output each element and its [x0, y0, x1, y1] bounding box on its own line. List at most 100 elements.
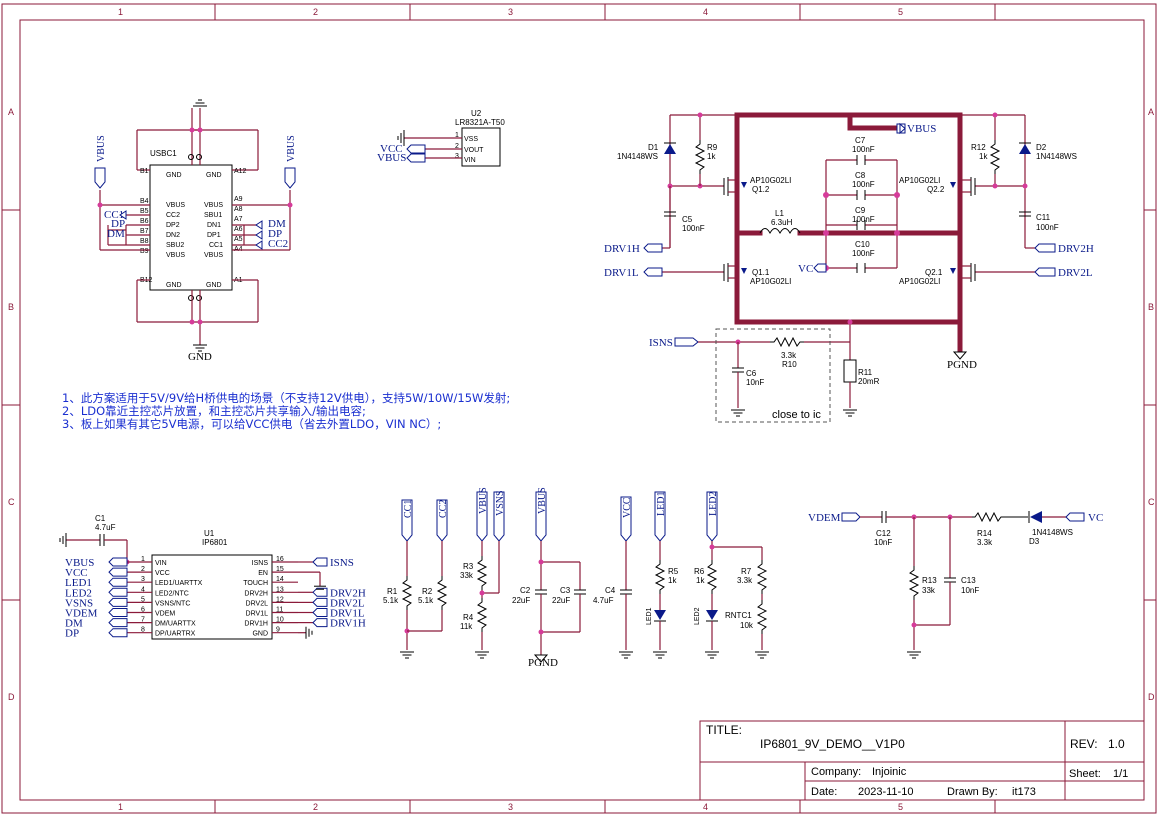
- ic-right-net-label: ISNS: [330, 557, 354, 569]
- ldo-pin2: 2: [455, 143, 459, 150]
- ic-right-net-label: DRV1L: [330, 608, 365, 620]
- r12-ref: R12: [971, 143, 986, 152]
- ic-left-net-label: VCC: [65, 567, 88, 579]
- usb-name-b4: VBUS: [166, 202, 185, 209]
- net-drv2l: DRV2L: [1058, 267, 1093, 279]
- ic-right-pin-name: DRV1H: [244, 621, 268, 628]
- usb-net-cc1: CC1: [104, 209, 124, 221]
- ic-left-net-flag: [108, 608, 128, 617]
- q11-part: AP10G02LI: [750, 277, 791, 286]
- note-3: 3、板上如果有其它5V电源，可以给VCC供电（省去外置LDO，VIN NC）;: [62, 417, 441, 431]
- col-5b: 5: [898, 802, 903, 812]
- misc-vsns: VSNS: [495, 490, 506, 516]
- r2-ref: R2: [422, 587, 433, 596]
- usb-pin-b5: B5: [140, 208, 149, 215]
- ic-left-net-label: LED2: [65, 587, 92, 599]
- usb-name-a9: VBUS: [204, 202, 223, 209]
- ldo-pin1: 1: [455, 132, 459, 139]
- d3-part: 1N4148WS: [1032, 528, 1073, 537]
- r4-ref: R4: [463, 613, 474, 622]
- ic-right-net-flag: [312, 557, 328, 567]
- r3-ref: R3: [463, 562, 474, 571]
- d2-ref: D2: [1036, 143, 1047, 152]
- usb-name-a5: CC1: [209, 242, 223, 249]
- ic-right-pin-name: DRV2L: [246, 600, 269, 607]
- close-to-ic: close to ic: [772, 409, 821, 421]
- q22-part: AP10G02LI: [899, 176, 940, 185]
- r14-val: 3.3k: [977, 538, 993, 547]
- c8-val: 100nF: [852, 180, 875, 189]
- col-1b: 1: [118, 802, 123, 812]
- net-isns: ISNS: [649, 337, 673, 349]
- d1-ref: D1: [648, 143, 659, 152]
- r11-val: 20mR: [858, 377, 880, 386]
- misc-cc2: CC2: [438, 500, 449, 518]
- ic-right-pin-num: 14: [276, 576, 284, 583]
- c2-ref: C2: [520, 586, 531, 595]
- ic-left-net-label: DP: [65, 628, 79, 640]
- usb-vbus-left: VBUS: [96, 135, 107, 162]
- drawn-label: Drawn By:: [947, 786, 998, 798]
- led2-ref: LED2: [694, 607, 701, 625]
- sheet-label: Sheet:: [1069, 768, 1101, 780]
- q12-part: AP10G02LI: [750, 176, 791, 185]
- ic-left-net-flag: [108, 618, 128, 628]
- col-3: 3: [508, 7, 513, 17]
- ic-left-pin-num: 4: [141, 586, 145, 593]
- q11-ref: Q1.1: [752, 268, 770, 277]
- misc-vbus-c2: VBUS: [537, 487, 548, 514]
- ic-ref: U1: [204, 529, 215, 538]
- r2-val: 5.1k: [418, 596, 434, 605]
- usb-name-a12: GND: [206, 172, 222, 179]
- ic-left-net-flag: [108, 577, 128, 587]
- misc-circuits: CC1 R1 5.1k CC2 R2 5.1k VBUS VSNS R3 33k…: [383, 487, 770, 669]
- title-value: IP6801_9V_DEMO__V1P0: [760, 737, 905, 751]
- ldo-name-vin: VIN: [464, 157, 476, 164]
- net-drv2h: DRV2H: [1058, 243, 1094, 255]
- r7-ref: R7: [741, 567, 752, 576]
- c3-val: 22uF: [552, 596, 570, 605]
- usb-name-a8: SBU1: [204, 212, 222, 219]
- title-label: TITLE:: [706, 723, 742, 737]
- vdem-vc: VC: [1088, 512, 1103, 524]
- row-c: C: [8, 497, 15, 507]
- r4-val: 11k: [460, 622, 473, 631]
- ldo-u2: U2 LR8321A-T50 1 2 3 VSS VOUT VIN VCC VB…: [377, 109, 505, 167]
- ic-left-pin-num: 7: [141, 617, 145, 624]
- q21-part: AP10G02LI: [899, 277, 940, 286]
- date-value: 2023-11-10: [858, 786, 913, 798]
- col-5: 5: [898, 7, 903, 17]
- ic-left-pin-num: 5: [141, 596, 145, 603]
- grid-markers: 1 2 3 4 5 1 2 3 4 5 A B C D A B C D: [2, 4, 1156, 813]
- ic-left-net-label: VSNS: [65, 597, 93, 609]
- r11-ref: R11: [858, 368, 873, 377]
- col-4b: 4: [703, 802, 708, 812]
- r1-val: 5.1k: [383, 596, 399, 605]
- ic-right-pin-name: GND: [252, 631, 268, 638]
- ic-left-pin-name: VSNS/NTC: [155, 600, 190, 607]
- c5-val: 100nF: [682, 224, 705, 233]
- col-2: 2: [313, 7, 318, 17]
- usb-pin-a8: A8: [234, 206, 243, 213]
- ic-right-pin-name: TOUCH: [243, 580, 268, 587]
- usb-pin-b6: B6: [140, 218, 149, 225]
- ic-left-pin-name: LED1/UARTTX: [155, 580, 203, 587]
- r5-val: 1k: [668, 576, 677, 585]
- usb-name-b6: DP2: [166, 222, 180, 229]
- rntc-ref: RNTC1: [725, 611, 752, 620]
- usb-pin-a9: A9: [234, 196, 243, 203]
- ic-left-net-flag: [108, 557, 128, 567]
- col-1: 1: [118, 7, 123, 17]
- ic-right-pin-num: 12: [276, 596, 284, 603]
- ic-right-pin-name: DRV2H: [244, 590, 268, 597]
- c4-ref: C4: [605, 586, 616, 595]
- r12-val: 1k: [979, 152, 988, 161]
- usb-name-a4: VBUS: [204, 252, 223, 259]
- q22-ref: Q2.2: [927, 185, 945, 194]
- usb-vbus-right: VBUS: [286, 135, 297, 162]
- r7-val: 3.3k: [737, 576, 753, 585]
- usb-name-b1: GND: [166, 172, 182, 179]
- drawn-value: it173: [1012, 786, 1036, 798]
- vdem-net: VDEM: [808, 512, 841, 524]
